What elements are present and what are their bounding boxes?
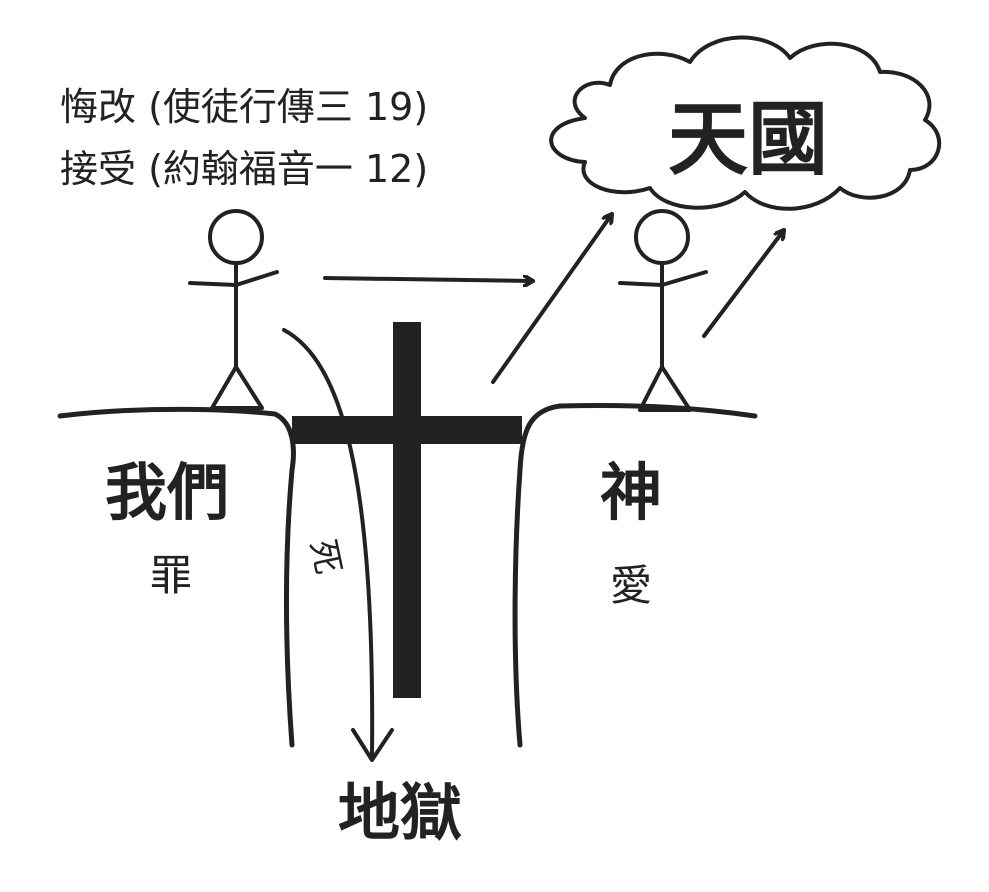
arrow-cross-to-heaven	[491, 212, 614, 384]
right-cliff	[512, 403, 758, 748]
cross-post	[393, 322, 421, 698]
arrow-toward-god	[323, 278, 535, 281]
death-label: 死	[301, 536, 349, 578]
repent-verse: 悔改 (使徒行傳三 19)	[60, 85, 429, 129]
right-stick-figure	[618, 209, 708, 412]
arrow-to-hell	[282, 328, 375, 757]
arrow-god-to-heaven	[702, 228, 786, 338]
heaven-cloud	[549, 35, 942, 211]
hell-label: 地獄	[338, 776, 463, 849]
us-label: 我們	[105, 456, 230, 529]
left-stick-figure	[188, 209, 279, 410]
heaven-label: 天國	[668, 93, 828, 186]
god-label: 神	[600, 456, 663, 529]
sin-label: 罪	[150, 551, 193, 600]
love-label: 愛	[610, 561, 653, 610]
arrow-to-hell-head	[351, 728, 394, 762]
accept-verse: 接受 (約翰福音一 12)	[60, 147, 429, 191]
